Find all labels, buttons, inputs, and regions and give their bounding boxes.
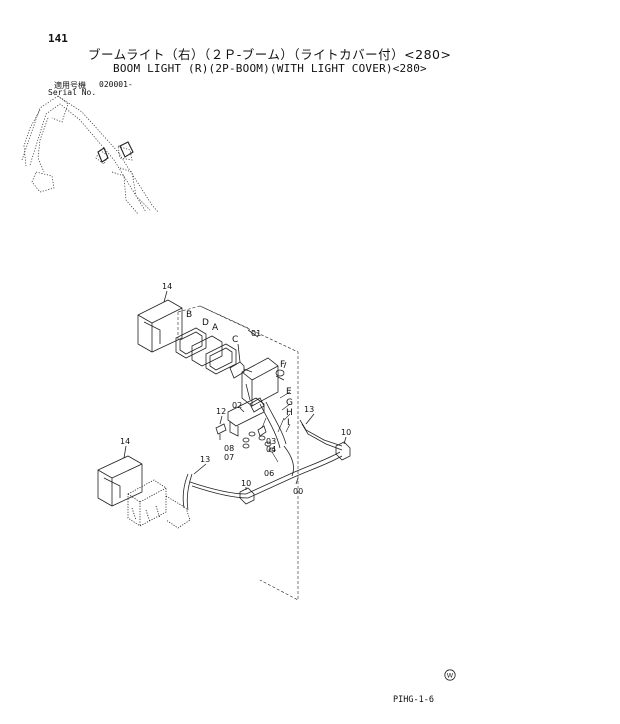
callout-06: 06 [264,469,274,478]
light-cover-upper [137,299,183,353]
callout-01: 01 [251,329,261,338]
callout-e: E [286,387,292,397]
callout-03: 03 [266,437,276,446]
serial-value: 020001- [99,80,133,89]
clamp-10-right [335,441,351,461]
lamp-assembly-lower [127,479,191,529]
leader-10-right [343,436,347,445]
callout-d: D [202,318,209,328]
callout-14-lower: 14 [120,437,130,446]
location-highlight [97,141,134,163]
leader-01 [247,329,259,338]
leader-00 [295,477,299,485]
page-number: 141 [48,32,68,45]
leader-12 [219,415,223,425]
callout-a: A [212,323,219,333]
serial-label-en: Serial No. [48,88,97,97]
serial-label-jp: 適用号機 [54,81,86,90]
callout-00: 00 [293,487,303,496]
leader-13-upper [305,413,315,425]
callout-04: 04 [266,445,276,454]
callout-c: C [232,335,238,345]
circled-w-mark: W [444,669,456,681]
leader-14-upper [163,290,168,303]
callout-02: 02 [232,401,242,410]
callout-07: 07 [224,453,234,462]
assembly-frame [177,305,299,601]
callout-10-left: 10 [241,479,251,488]
callout-g: G [286,398,293,408]
callout-13-upper: 13 [304,405,314,414]
screw-f [275,361,287,381]
callout-10-right: 10 [341,428,351,437]
callout-f: F [280,360,285,370]
page-title-jp: ブームライト（右）（２Ｐ-ブーム）（ライトカバー付）<280> [88,47,452,62]
lamp-housing [241,357,279,407]
leaders-hardware [261,417,285,463]
lamp-harness [259,391,291,449]
main-harness [189,419,343,499]
lamp-socket [229,343,253,379]
callout-b: B [186,310,192,320]
mark-glyph: W [447,671,454,679]
callout-h: H [286,408,293,418]
callout-12: 12 [216,407,226,416]
leader-13-lower [193,463,207,475]
hardware-stack [242,425,276,453]
callout-14-upper: 14 [162,282,172,291]
callout-08: 08 [224,444,234,453]
light-cover-lower [97,455,143,507]
lamp-lens-parts [175,327,237,375]
page-code: PIHG-1-6 [393,695,434,705]
bolt-12 [215,423,227,440]
clamp-10-left [239,487,255,505]
page-title-en: BOOM LIGHT (R)(2P-BOOM)(WITH LIGHT COVER… [113,62,427,75]
leader-02 [239,407,245,413]
machine-location-sketch [21,95,159,215]
leader-14-lower [123,445,127,459]
callout-i: I [287,418,290,428]
lower-cable-13 [182,473,193,511]
callout-13-lower: 13 [200,455,210,464]
